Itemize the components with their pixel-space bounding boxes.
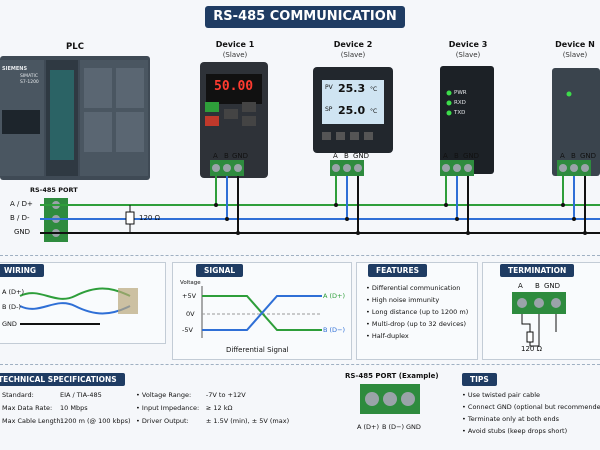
bus-label-a: A / D+ bbox=[10, 200, 33, 208]
tip-item: • Use twisted pair cable bbox=[462, 391, 541, 399]
wiring-title: WIRING bbox=[0, 264, 45, 277]
wiring-label-a: A (D+) bbox=[2, 288, 25, 296]
features-title: FEATURES bbox=[368, 264, 427, 277]
feature-item: • Differential communication bbox=[366, 284, 461, 292]
terminal-label-gnd: GND bbox=[580, 152, 597, 160]
signal-plot bbox=[201, 286, 322, 338]
device-2-sp-unit: °C bbox=[370, 108, 378, 115]
feature-item: • Long distance (up to 1200 m) bbox=[366, 308, 469, 316]
termination-resistor-label: 120 Ω bbox=[521, 345, 542, 353]
terminal-label-b: B bbox=[344, 152, 349, 160]
specs-right-list: • Voltage Range:-7V to +12V • Input Impe… bbox=[136, 389, 289, 428]
device-2-pv-value: 25.3 bbox=[338, 82, 366, 95]
terminal-label-b: B bbox=[571, 152, 576, 160]
signal-title: SIGNAL bbox=[196, 264, 244, 277]
bus-label-b: B / D- bbox=[10, 214, 30, 222]
termination-label-a: A bbox=[518, 282, 523, 290]
wiring-label-gnd: GND bbox=[2, 320, 17, 328]
bus-diagram bbox=[0, 56, 600, 242]
bus-lines bbox=[40, 176, 600, 234]
port-example-label-a: A (D+) bbox=[357, 423, 380, 431]
tip-item: • Terminate only at both ends bbox=[462, 415, 560, 423]
spec-row: • Driver Output:± 1.5V (min), ± 5V (max) bbox=[136, 417, 290, 425]
spec-row: Standard:EIA / TIA-485 bbox=[2, 391, 102, 399]
port-example-label-gnd: GND bbox=[406, 423, 421, 431]
features-panel bbox=[356, 262, 478, 360]
tips-list: • Use twisted pair cable • Connect GND (… bbox=[462, 389, 600, 437]
feature-item: • High noise immunity bbox=[366, 296, 440, 304]
spec-row: • Input Impedance:≥ 12 kΩ bbox=[136, 404, 233, 412]
specs-left-list: Standard:EIA / TIA-485 Max Data Rate:10 … bbox=[2, 389, 131, 428]
plc-model-line2: S7-1200 bbox=[20, 80, 39, 85]
terminal-label-a: A bbox=[213, 152, 218, 160]
bus-label-gnd: GND bbox=[14, 228, 31, 236]
spec-row: • Voltage Range:-7V to +12V bbox=[136, 391, 246, 399]
plc-port-label: RS-485 PORT bbox=[30, 186, 78, 194]
section-divider bbox=[0, 255, 600, 256]
terminal-label-a: A bbox=[443, 152, 448, 160]
device-n-label: Device N(Slave) bbox=[555, 40, 595, 59]
port-example-graphic bbox=[360, 384, 420, 414]
bus-resistor bbox=[125, 211, 135, 225]
spec-row: Max Cable Length:1200 m (@ 100 kbps) bbox=[2, 417, 131, 425]
device-2-sp-value: 25.0 bbox=[338, 104, 366, 117]
device-2-pv-unit: °C bbox=[370, 86, 378, 93]
signal-tick-minus: -5V bbox=[182, 326, 193, 334]
device-1-label: Device 1(Slave) bbox=[215, 40, 255, 59]
device-3-label: Device 3(Slave) bbox=[448, 40, 488, 59]
device-3-led-rxd: RXD bbox=[454, 100, 466, 106]
terminal-label-gnd: GND bbox=[232, 152, 249, 160]
wiring-label-b: B (D-) bbox=[2, 303, 21, 311]
features-list: • Differential communication • High nois… bbox=[366, 282, 468, 342]
signal-series-b: B (D−) bbox=[323, 326, 346, 334]
plc-model-line1: SIMATIC bbox=[20, 74, 39, 79]
signal-axis-label: Voltage bbox=[180, 280, 201, 286]
feature-item: • Multi-drop (up to 32 devices) bbox=[366, 320, 467, 328]
plc-brand: SIEMENS bbox=[2, 66, 28, 72]
spec-row: Max Data Rate:10 Mbps bbox=[2, 404, 88, 412]
device-2-pv-label: PV bbox=[325, 84, 333, 91]
device-1-display: 50.00 bbox=[214, 79, 254, 94]
port-example-title: RS-485 PORT (Example) bbox=[345, 372, 439, 380]
twisted-pair-graphic bbox=[19, 287, 138, 325]
page-title: RS-485 COMMUNICATION bbox=[205, 6, 405, 28]
specs-title: TECHNICAL SPECIFICATIONS bbox=[0, 373, 125, 386]
signal-tick-plus: +5V bbox=[182, 292, 197, 300]
plc-label: PLC bbox=[66, 42, 84, 52]
termination-label-b: B bbox=[535, 282, 540, 290]
tip-item: • Avoid stubs (keep drops short) bbox=[462, 427, 568, 435]
section-divider bbox=[0, 364, 600, 365]
bus-resistor-label: 120 Ω bbox=[139, 214, 160, 222]
terminal-label-gnd: GND bbox=[463, 152, 480, 160]
device-1-body bbox=[200, 62, 268, 178]
terminal-label-b: B bbox=[224, 152, 229, 160]
terminal-label-a: A bbox=[333, 152, 338, 160]
tip-item: • Connect GND (optional but recommended) bbox=[462, 403, 600, 411]
termination-label-gnd: GND bbox=[544, 282, 561, 290]
device-n-body bbox=[552, 68, 600, 176]
device-3-led-txd: TXD bbox=[454, 110, 466, 116]
device-2-body bbox=[313, 67, 393, 176]
device-3-led-pwr: PWR bbox=[454, 90, 467, 96]
plc-unit bbox=[0, 56, 150, 180]
terminal-label-gnd: GND bbox=[353, 152, 370, 160]
device-2-sp-label: SP bbox=[325, 106, 333, 113]
termination-title: TERMINATION bbox=[500, 264, 575, 277]
terminal-label-b: B bbox=[454, 152, 459, 160]
feature-item: • Half-duplex bbox=[366, 332, 409, 340]
signal-tick-zero: 0V bbox=[186, 310, 195, 318]
port-example-label-b: B (D−) bbox=[382, 423, 405, 431]
terminal-label-a: A bbox=[560, 152, 565, 160]
device-3-body bbox=[440, 66, 494, 176]
termination-graphic bbox=[512, 292, 566, 347]
tips-title: TIPS bbox=[462, 373, 497, 386]
signal-caption: Differential Signal bbox=[226, 346, 289, 354]
signal-series-a: A (D+) bbox=[323, 292, 346, 300]
device-2-label: Device 2(Slave) bbox=[333, 40, 373, 59]
